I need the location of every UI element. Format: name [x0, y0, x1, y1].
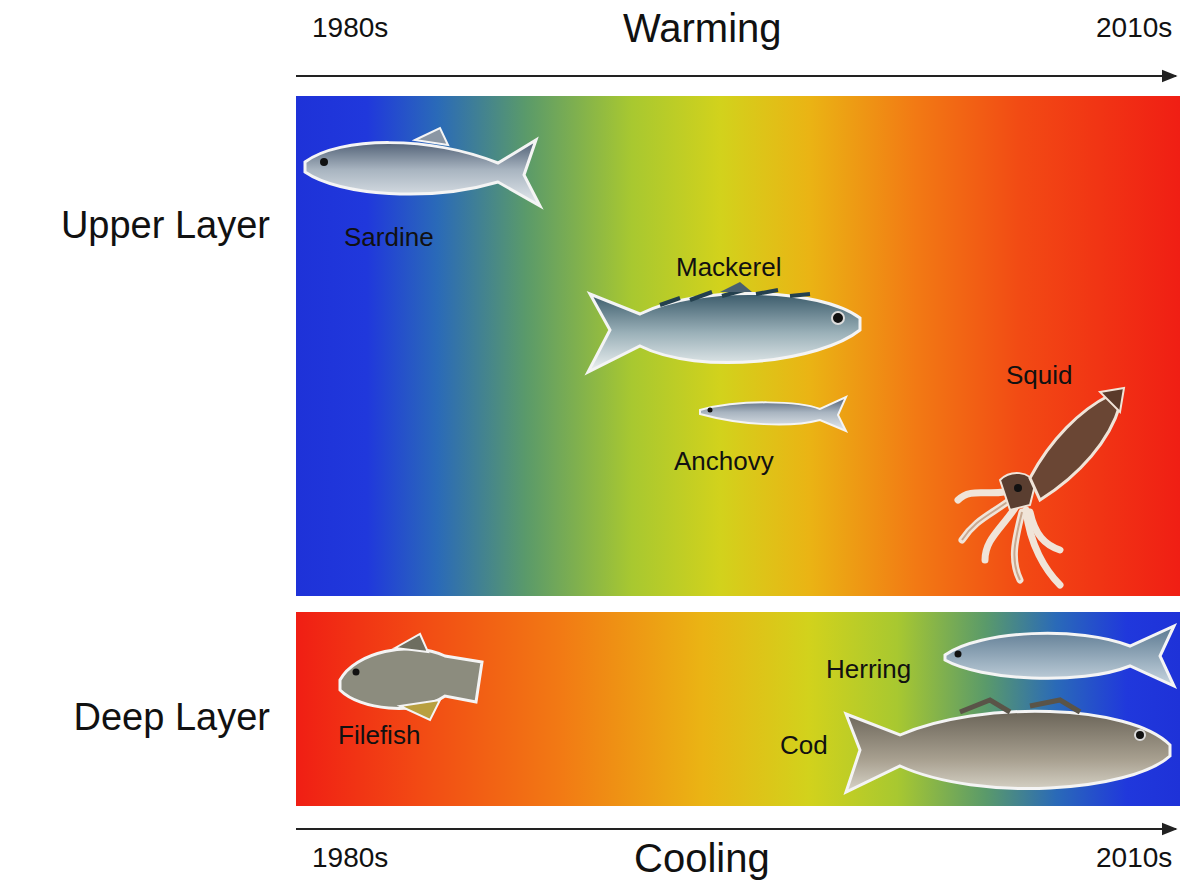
species-label: Cod [780, 730, 828, 761]
species-label: Herring [826, 654, 911, 685]
layer-label: Deep Layer [74, 696, 270, 739]
water-layer-band: Deep Layer [296, 612, 1180, 806]
species-label: Filefish [338, 720, 420, 751]
year-label: 2010s [1096, 12, 1172, 44]
trend-label: Cooling [634, 836, 770, 881]
species-label: Squid [1006, 360, 1073, 391]
year-label: 1980s [312, 842, 388, 874]
time-arrow [296, 75, 1176, 77]
water-layer-band: Upper Layer [296, 96, 1180, 596]
trend-label: Warming [623, 6, 782, 51]
layer-label: Upper Layer [61, 204, 270, 247]
time-arrow [296, 828, 1176, 830]
year-label: 2010s [1096, 842, 1172, 874]
species-label: Sardine [344, 222, 434, 253]
species-label: Mackerel [676, 252, 781, 283]
species-label: Anchovy [674, 446, 774, 477]
year-label: 1980s [312, 12, 388, 44]
